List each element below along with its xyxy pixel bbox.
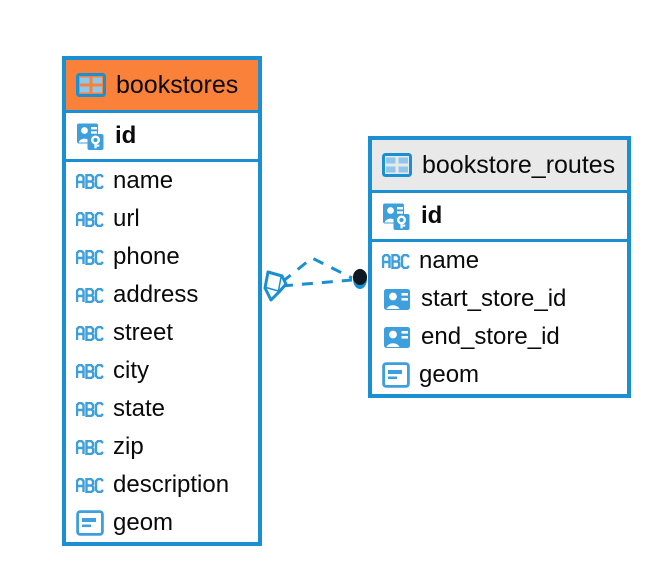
entity-bookstores[interactable]: bookstores id [62, 56, 262, 546]
abc-text-icon [76, 249, 104, 265]
primary-key-icon [383, 203, 410, 230]
abc-text-icon [76, 211, 104, 227]
field-label: geom [419, 361, 480, 388]
field-row-geom[interactable]: geom [372, 356, 627, 394]
primary-key-icon [77, 123, 104, 150]
field-label: street [113, 319, 174, 346]
abc-text-icon [76, 363, 104, 379]
field-row-street[interactable]: street [66, 314, 258, 352]
field-row-start-store-id[interactable]: start_store_id [372, 280, 627, 318]
abc-text-icon [76, 287, 104, 303]
field-row-name[interactable]: name [66, 162, 258, 200]
field-row-url[interactable]: url [66, 200, 258, 238]
abc-text-icon [76, 325, 104, 341]
field-label: name [419, 247, 480, 274]
field-row-address[interactable]: address [66, 276, 258, 314]
abc-text-icon [76, 401, 104, 417]
field-row-end-store-id[interactable]: end_store_id [372, 318, 627, 356]
entity-title: bookstore_routes [422, 150, 616, 179]
field-label: zip [113, 433, 144, 460]
relationship-line-lower [281, 278, 353, 288]
field-label: id [115, 122, 137, 149]
field-row-city[interactable]: city [66, 352, 258, 390]
field-row-phone[interactable]: phone [66, 238, 258, 276]
abc-text-icon [76, 477, 104, 493]
relationship-line-upper [281, 256, 353, 284]
field-label: description [113, 471, 230, 498]
entity-header-bookstore-routes[interactable]: bookstore_routes [372, 140, 627, 190]
filled-circle-marker [353, 269, 367, 289]
abc-text-icon [382, 253, 410, 269]
field-label: state [113, 395, 166, 422]
entity-bookstore-routes[interactable]: bookstore_routes id [368, 136, 631, 398]
field-list: name url phone [66, 162, 258, 542]
field-row-description[interactable]: description [66, 466, 258, 504]
field-label: end_store_id [421, 323, 560, 350]
entity-title: bookstores [116, 70, 239, 99]
geometry-icon [382, 362, 410, 388]
geometry-icon [76, 510, 104, 536]
crows-foot-diamond-marker [263, 270, 288, 302]
foreign-key-icon [384, 289, 410, 310]
field-label: address [113, 281, 199, 308]
field-row-primary-key[interactable]: id [372, 193, 627, 239]
field-row-state[interactable]: state [66, 390, 258, 428]
field-label: geom [113, 509, 174, 536]
field-list: name start_store_id [372, 242, 627, 394]
primary-key-section: id [372, 190, 627, 242]
field-label: id [421, 202, 443, 229]
field-label: city [113, 357, 149, 384]
abc-text-icon [76, 439, 104, 455]
entity-header-bookstores[interactable]: bookstores [66, 60, 258, 110]
field-row-primary-key[interactable]: id [66, 113, 258, 159]
field-row-geom[interactable]: geom [66, 504, 258, 542]
field-label: phone [113, 243, 180, 270]
table-icon [76, 73, 106, 97]
field-row-zip[interactable]: zip [66, 428, 258, 466]
field-label: name [113, 167, 174, 194]
field-label: url [113, 205, 140, 232]
field-row-name[interactable]: name [372, 242, 627, 280]
table-icon [382, 153, 412, 177]
abc-text-icon [76, 173, 104, 189]
field-label: start_store_id [421, 285, 567, 312]
primary-key-section: id [66, 110, 258, 162]
foreign-key-icon [384, 327, 410, 348]
